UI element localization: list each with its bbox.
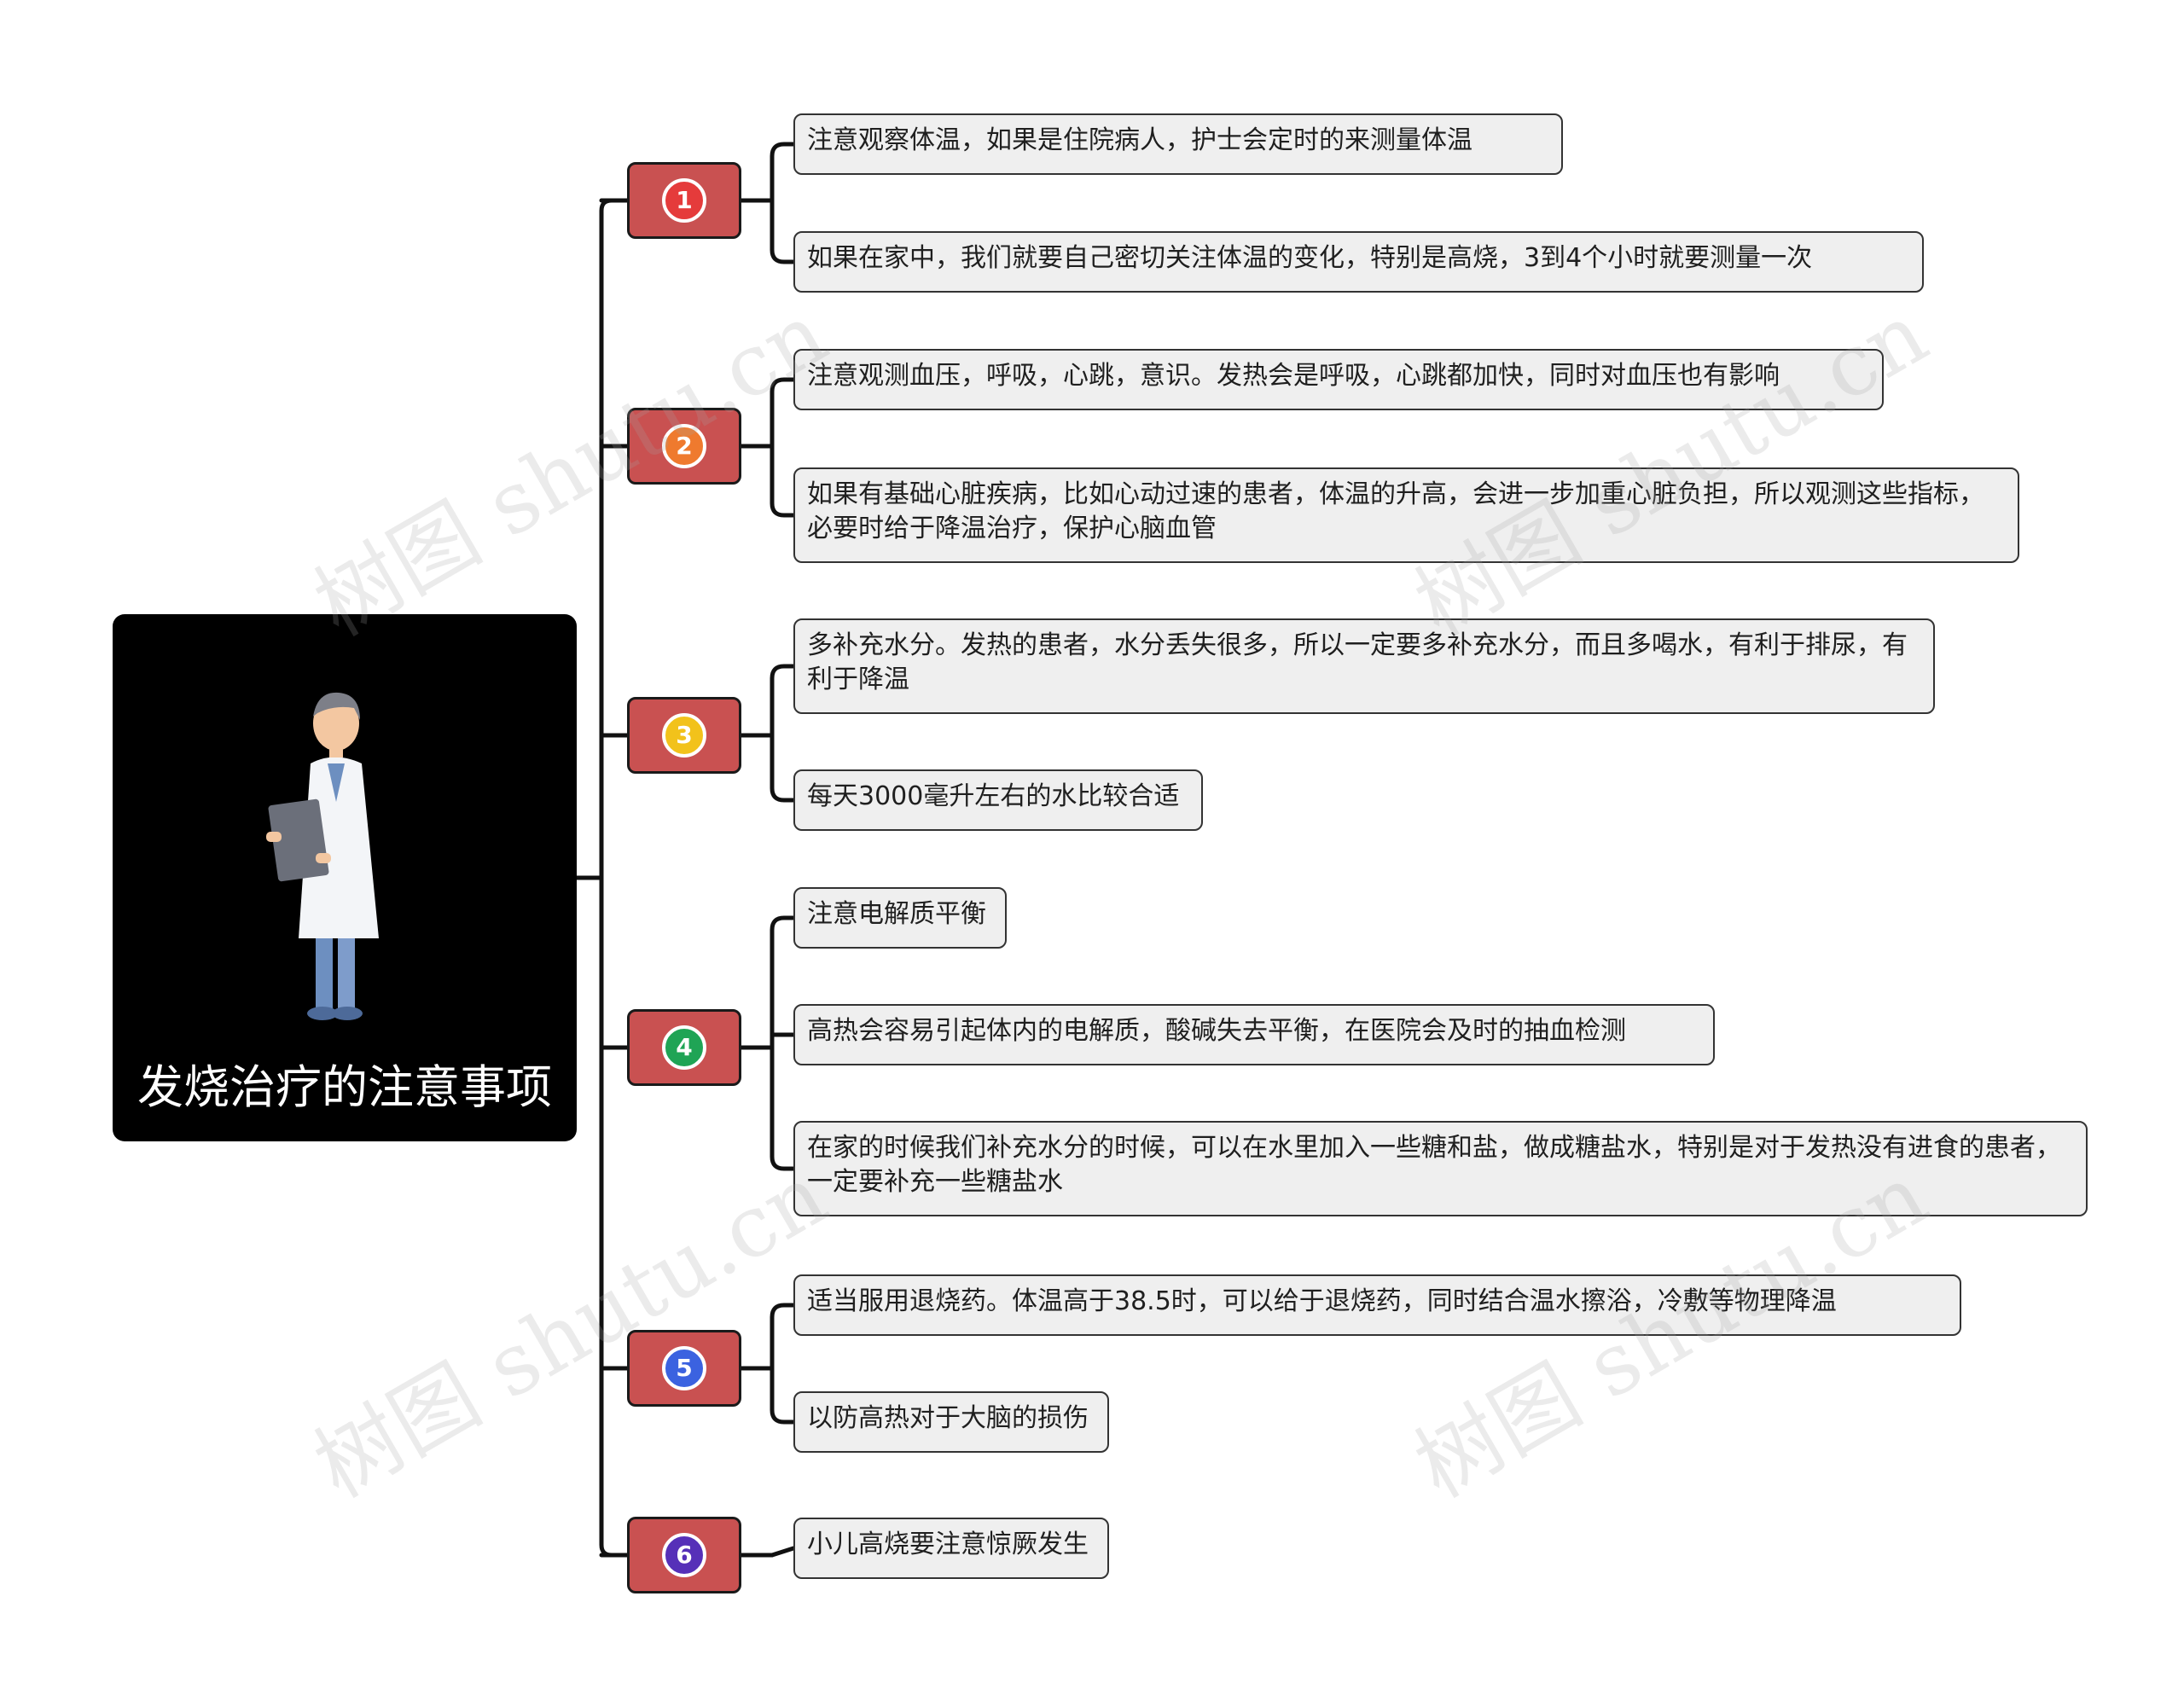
branch-node-5[interactable]: 5 [627,1330,741,1407]
leaf-node[interactable]: 如果有基础心脏疾病，比如心动过速的患者，体温的升高，会进一步加重心脏负担，所以观… [793,467,2019,563]
leaf-node[interactable]: 每天3000毫升左右的水比较合适 [793,769,1203,831]
leaf-node[interactable]: 注意观察体温，如果是住院病人，护士会定时的来测量体温 [793,113,1563,175]
root-node[interactable]: 发烧治疗的注意事项 [113,614,577,1141]
branch-node-2[interactable]: 2 [627,408,741,485]
number-badge-icon: 4 [662,1025,706,1070]
leaf-node[interactable]: 以防高热对于大脑的损伤 [793,1391,1109,1453]
leaf-node[interactable]: 注意观测血压，呼吸，心跳，意识。发热会是呼吸，心跳都加快，同时对血压也有影响 [793,349,1884,410]
leaf-node[interactable]: 适当服用退烧药。体温高于38.5时，可以给于退烧药，同时结合温水擦浴，冷敷等物理… [793,1274,1961,1336]
leaf-node[interactable]: 多补充水分。发热的患者，水分丢失很多，所以一定要多补充水分，而且多喝水，有利于排… [793,618,1935,714]
branch-node-6[interactable]: 6 [627,1517,741,1593]
leaf-node[interactable]: 注意电解质平衡 [793,887,1007,949]
number-badge-icon: 6 [662,1533,706,1577]
number-badge-icon: 5 [662,1346,706,1390]
leaf-node[interactable]: 高热会容易引起体内的电解质，酸碱失去平衡，在医院会及时的抽血检测 [793,1004,1715,1065]
root-title: 发烧治疗的注意事项 [137,1060,552,1114]
leaf-node[interactable]: 小儿高烧要注意惊厥发生 [793,1518,1109,1579]
number-badge-icon: 1 [662,178,706,223]
branch-node-3[interactable]: 3 [627,697,741,774]
doctor-illustration [266,692,379,1020]
number-badge-icon: 2 [662,424,706,468]
branch-node-1[interactable]: 1 [627,162,741,239]
branch-node-4[interactable]: 4 [627,1009,741,1086]
number-badge-icon: 3 [662,713,706,758]
leaf-node[interactable]: 在家的时候我们补充水分的时候，可以在水里加入一些糖和盐，做成糖盐水，特别是对于发… [793,1121,2088,1216]
leaf-node[interactable]: 如果在家中，我们就要自己密切关注体温的变化，特别是高烧，3到4个小时就要测量一次 [793,231,1924,293]
